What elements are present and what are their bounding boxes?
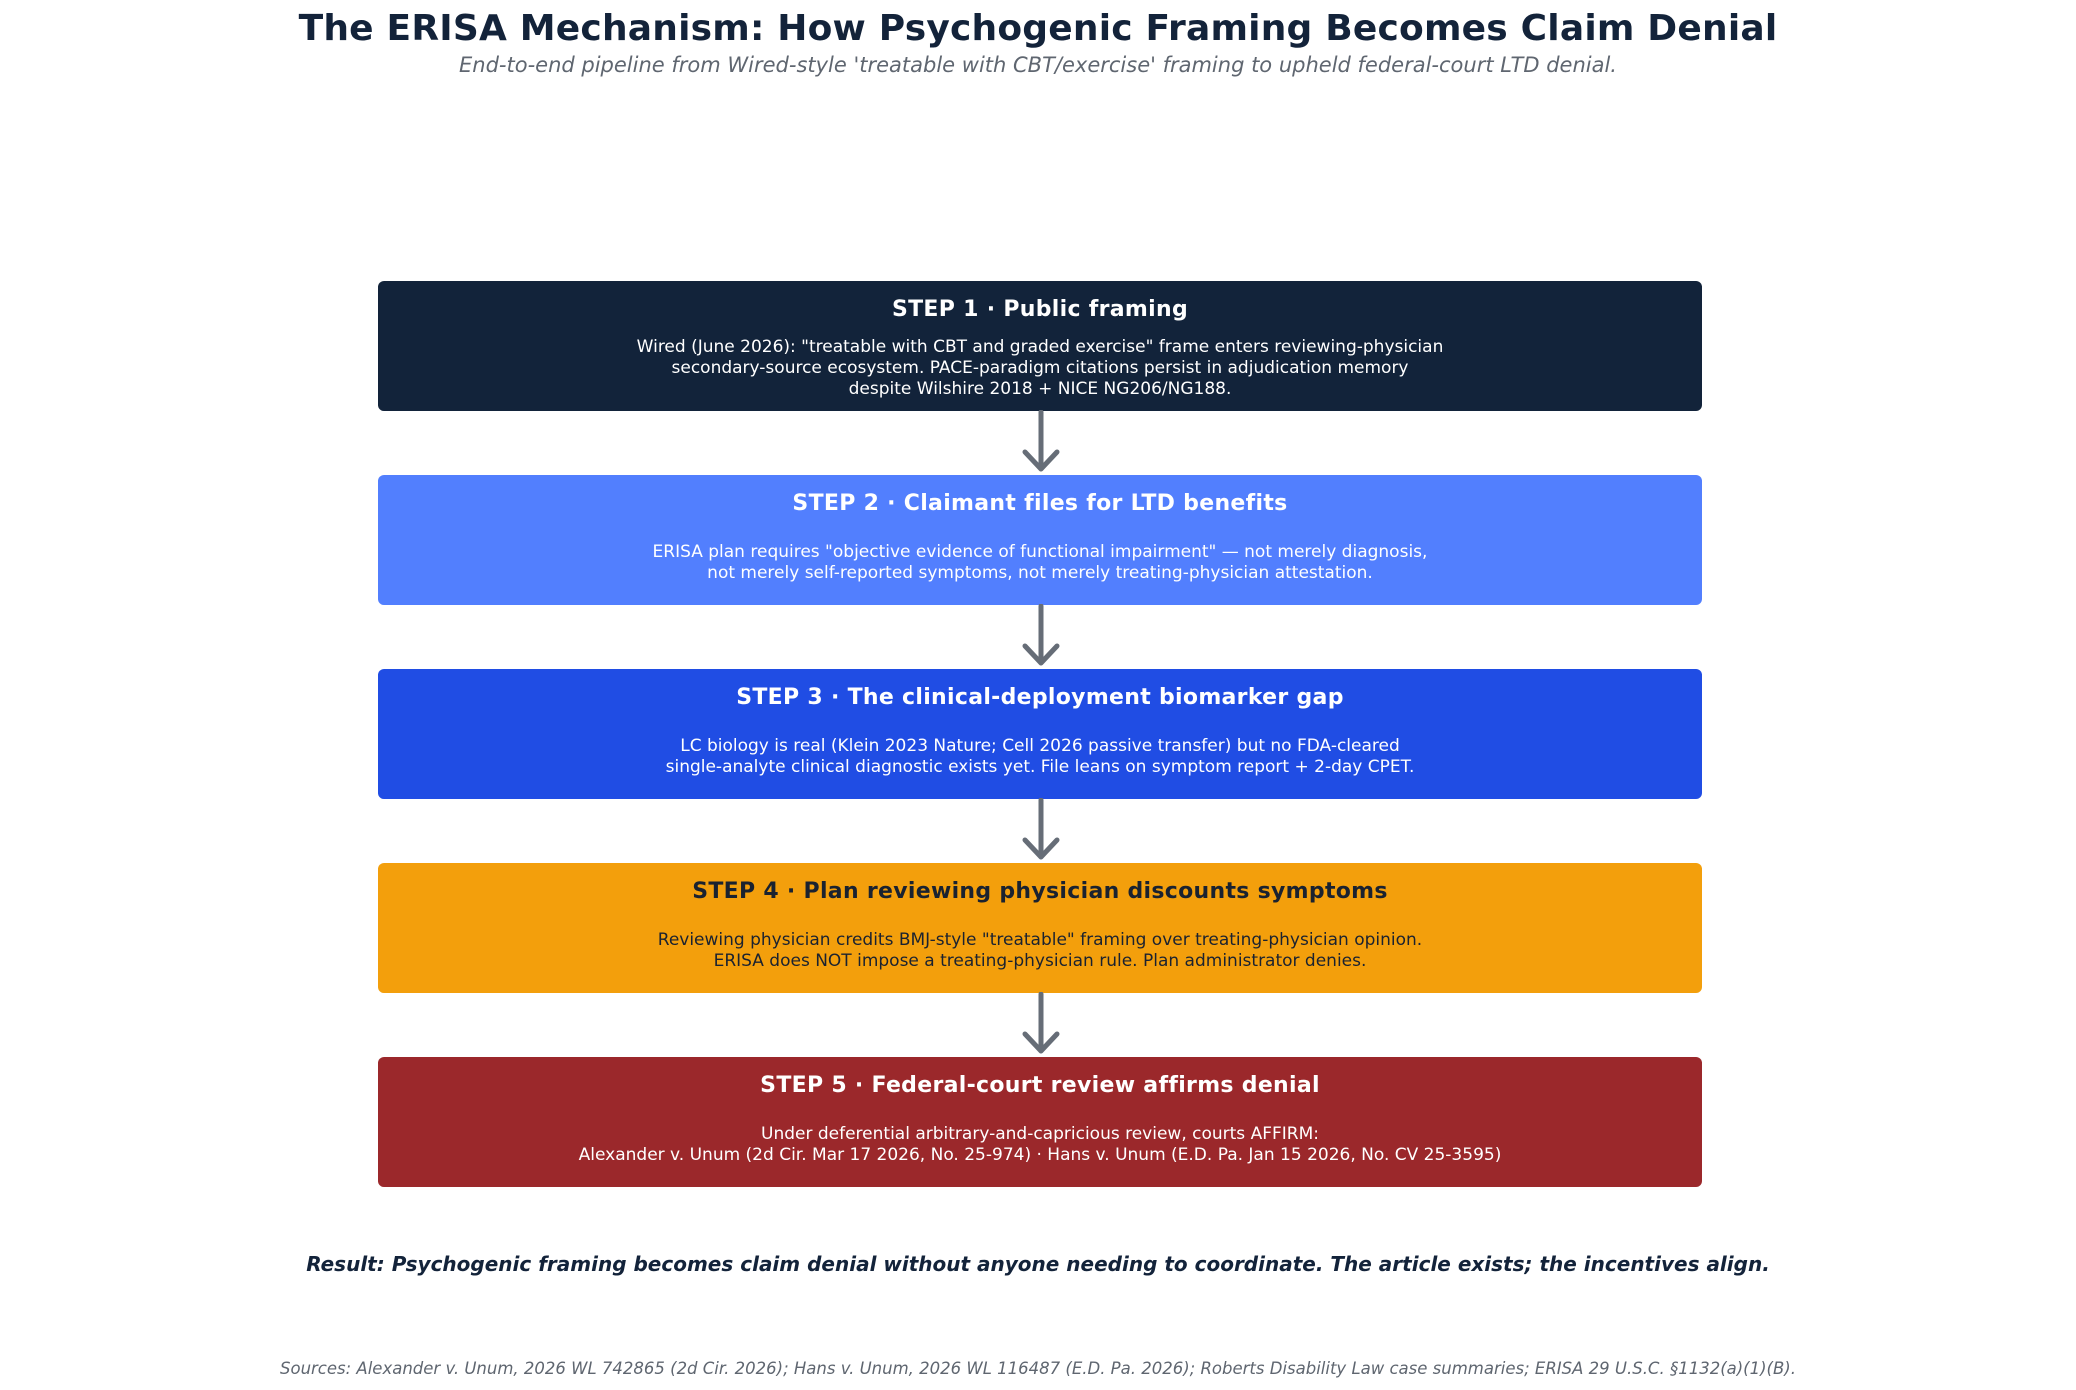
down-arrow-icon — [1022, 604, 1060, 666]
down-arrow-icon — [1022, 992, 1060, 1054]
step-3-box: STEP 3 · The clinical-deployment biomark… — [378, 669, 1702, 799]
step-1-box: STEP 1 · Public framing Wired (June 2026… — [378, 281, 1702, 411]
step-5-box: STEP 5 · Federal-court review affirms de… — [378, 1057, 1702, 1187]
down-arrow-icon — [1022, 798, 1060, 860]
step-1-body: Wired (June 2026): "treatable with CBT a… — [636, 337, 1444, 399]
step-4-heading: STEP 4 · Plan reviewing physician discou… — [692, 879, 1388, 904]
result-statement: Result: Psychogenic framing becomes clai… — [306, 1252, 1770, 1276]
step-1-heading: STEP 1 · Public framing — [891, 297, 1188, 322]
page-subtitle: End-to-end pipeline from Wired-style 'tr… — [459, 53, 1617, 77]
sources-footnote: Sources: Alexander v. Unum, 2026 WL 7428… — [280, 1359, 1796, 1378]
step-4-body: Reviewing physician credits BMJ-style "t… — [657, 930, 1423, 971]
down-arrow-icon — [1022, 410, 1060, 472]
step-2-box: STEP 2 · Claimant files for LTD benefits… — [378, 475, 1702, 605]
step-3-heading: STEP 3 · The clinical-deployment biomark… — [736, 685, 1344, 710]
step-5-body: Under deferential arbitrary-and-capricio… — [578, 1124, 1502, 1165]
step-5-heading: STEP 5 · Federal-court review affirms de… — [760, 1073, 1320, 1098]
step-2-body: ERISA plan requires "objective evidence … — [652, 542, 1428, 583]
step-2-heading: STEP 2 · Claimant files for LTD benefits — [792, 491, 1288, 516]
page-title: The ERISA Mechanism: How Psychogenic Fra… — [298, 8, 1778, 49]
step-3-body: LC biology is real (Klein 2023 Nature; C… — [665, 736, 1415, 777]
step-4-box: STEP 4 · Plan reviewing physician discou… — [378, 863, 1702, 993]
